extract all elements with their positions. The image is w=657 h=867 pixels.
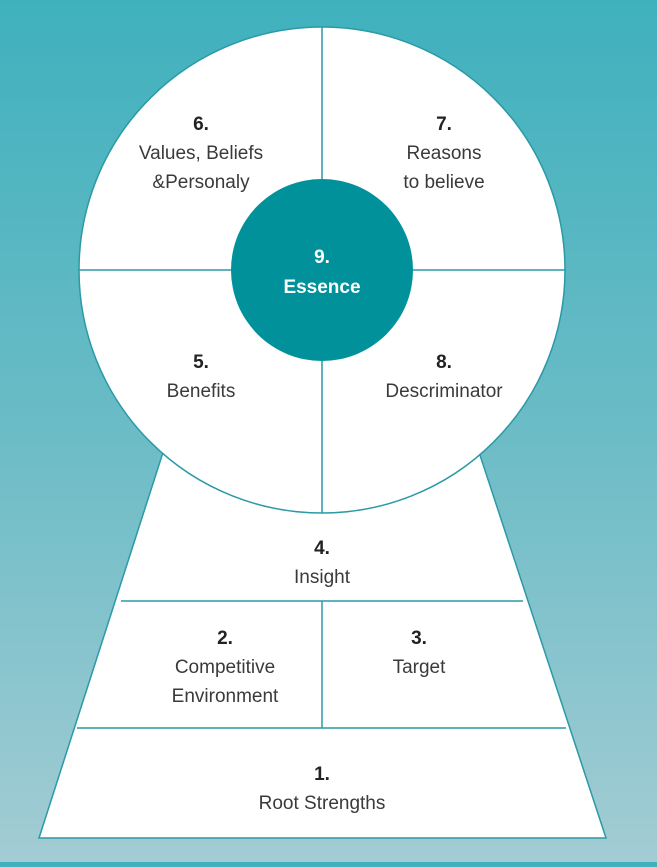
section-9-label: Essence [283,277,360,298]
section-6-label-line2: &Personaly [152,172,250,193]
section-7-label-line1: Reasons [407,143,482,164]
section-6-label-line1: Values, Beliefs [139,143,263,164]
section-3-number: 3. [411,628,427,649]
section-2-label-line1: Competitive [175,657,275,678]
section-9-number: 9. [314,247,330,268]
section-8-label: Descriminator [385,381,503,402]
section-2-number: 2. [217,628,233,649]
section-4-label: Insight [294,567,351,588]
section-7: 7. Reasons to believe [403,114,484,193]
section-5-label: Benefits [167,381,236,402]
section-7-label-line2: to believe [403,172,484,193]
section-9: 9. Essence [283,247,360,298]
essence-circle [231,179,413,361]
section-3-label: Target [393,657,447,678]
section-4-number: 4. [314,538,330,559]
section-1-number: 1. [314,764,330,785]
section-1: 1. Root Strengths [259,764,386,814]
section-2-label-line2: Environment [172,686,279,707]
section-6-number: 6. [193,114,209,135]
section-8: 8. Descriminator [385,352,503,402]
section-6: 6. Values, Beliefs &Personaly [139,114,263,193]
section-2: 2. Competitive Environment [172,628,279,707]
section-7-number: 7. [436,114,452,135]
section-1-label: Root Strengths [259,793,386,814]
section-5-number: 5. [193,352,209,373]
section-8-number: 8. [436,352,452,373]
section-3: 3. Target [393,628,447,678]
section-4: 4. Insight [294,538,351,588]
section-5: 5. Benefits [167,352,236,402]
